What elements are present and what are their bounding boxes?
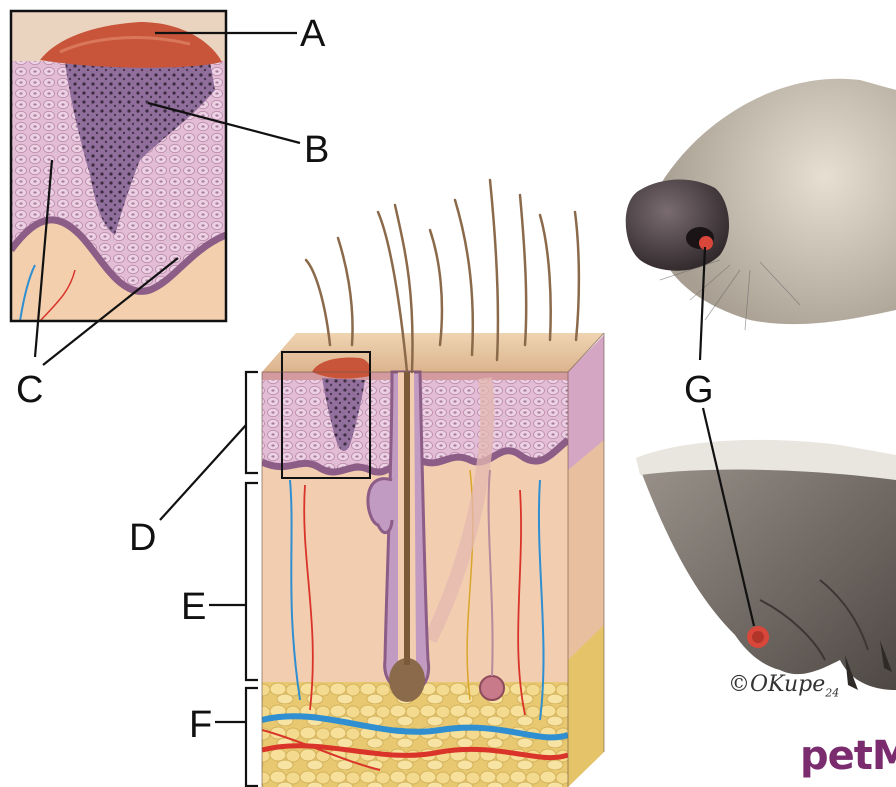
label-f: F	[189, 706, 212, 744]
label-d: D	[129, 519, 156, 557]
label-g: G	[684, 371, 714, 409]
sweat-gland	[480, 676, 504, 700]
label-c: C	[16, 371, 43, 409]
label-e: E	[181, 588, 206, 626]
signature-year: 24	[825, 686, 839, 699]
label-b: B	[304, 131, 329, 169]
copyright-mark: ©	[728, 672, 750, 697]
signature-name: OKupe	[750, 672, 825, 697]
artist-signature: ©OKupe24	[728, 672, 839, 699]
dog-nose	[626, 79, 896, 330]
histology-inset	[11, 11, 226, 321]
brand-logo-text: petM	[800, 733, 896, 779]
dog-paw	[636, 440, 896, 690]
skin-cross-section	[262, 180, 604, 787]
label-a: A	[300, 15, 325, 53]
